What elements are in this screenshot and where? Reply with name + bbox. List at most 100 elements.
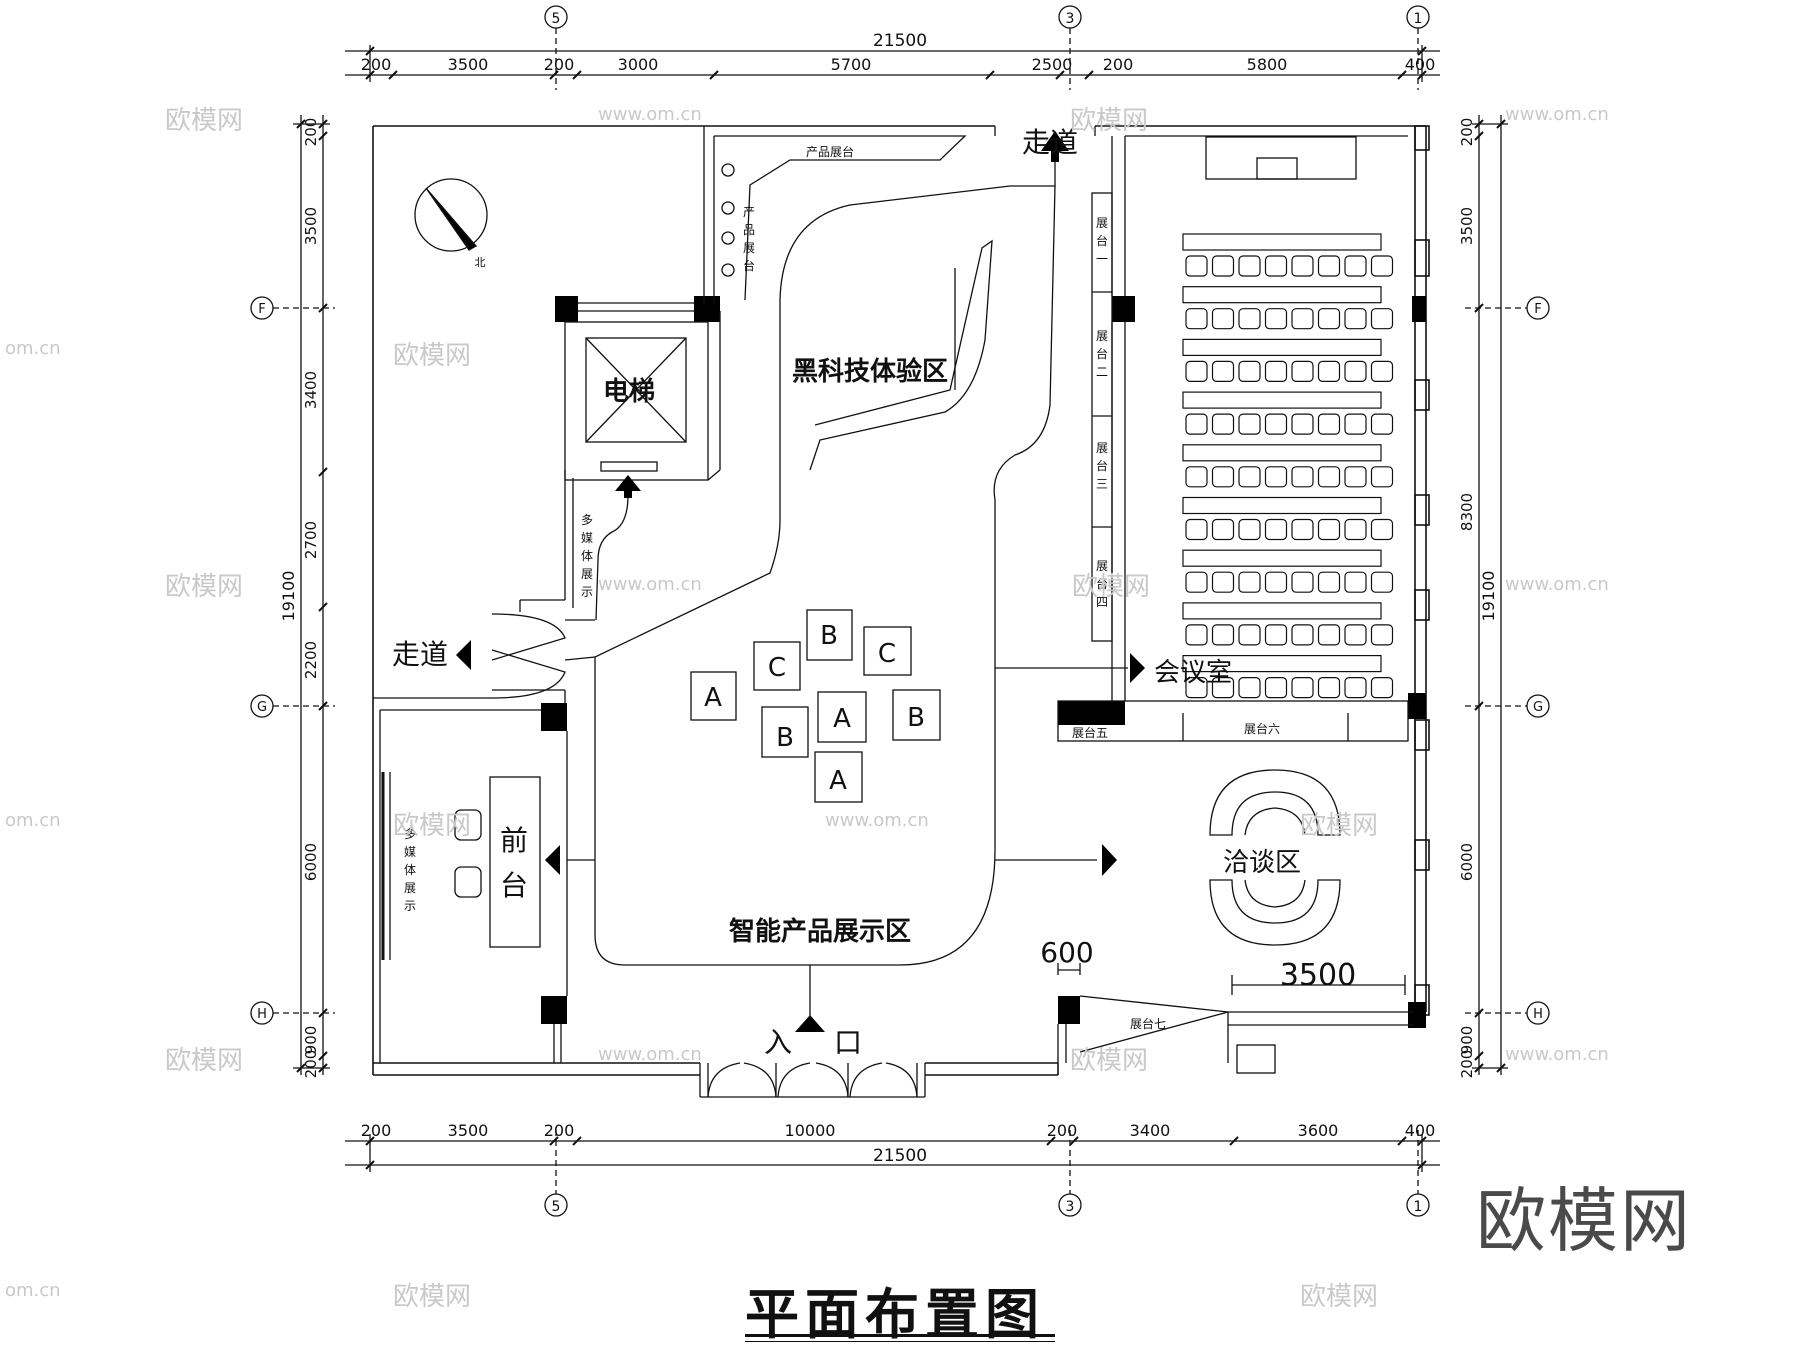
meeting-seat — [1291, 624, 1314, 646]
dim-left-8: 200 — [302, 1050, 320, 1079]
axis-3-bottom: 3 — [1066, 1199, 1075, 1215]
svg-text:展: 展 — [581, 567, 593, 581]
meeting-seat — [1185, 308, 1208, 330]
top-dimension-lines — [345, 45, 1440, 82]
dim-left-total: 19100 — [279, 571, 298, 622]
svg-text:展: 展 — [743, 241, 755, 255]
axis-1-top: 1 — [1414, 11, 1423, 27]
entrance-doors — [699, 965, 926, 1098]
meeting-seat — [1264, 255, 1288, 277]
dim-left-1: 200 — [302, 118, 320, 147]
dim-bottom-6: 3400 — [1130, 1121, 1171, 1140]
brand-logo-text: 欧模网 — [1476, 1180, 1692, 1262]
meeting-seat — [1344, 308, 1367, 330]
svg-text:一: 一 — [1096, 252, 1108, 266]
stand-3-label: 展 台 三 — [1096, 441, 1108, 491]
dim-600: 600 — [1040, 936, 1093, 969]
kiosk-letters: A C B C B A B A — [704, 621, 925, 796]
kiosk-c2: C — [878, 639, 896, 669]
meeting-table-row — [1182, 338, 1382, 356]
kiosk-b1: B — [820, 621, 838, 651]
room-elevator: 电梯 — [603, 377, 655, 407]
axis-G-left: G — [257, 700, 267, 715]
meeting-seat — [1291, 518, 1314, 541]
meeting-seat — [1344, 413, 1367, 435]
meeting-seat — [1291, 676, 1314, 699]
flow-arrows — [456, 131, 1145, 1032]
meeting-seat — [1185, 518, 1208, 541]
reception-room-walls — [379, 709, 568, 1063]
dim-right-6: 200 — [1458, 1050, 1476, 1079]
meeting-table-row — [1182, 286, 1382, 304]
meeting-seat — [1291, 308, 1314, 330]
watermark-3: 欧模网 — [1070, 106, 1149, 136]
kiosk-c1: C — [768, 653, 786, 683]
meeting-seat — [1185, 360, 1208, 382]
svg-text:台: 台 — [1096, 233, 1108, 248]
svg-text:示: 示 — [581, 585, 593, 599]
room-corridor-left: 走道 — [392, 638, 448, 671]
svg-text:展: 展 — [1096, 441, 1108, 455]
meeting-seat — [1264, 571, 1288, 593]
left-dimension-lines — [293, 115, 330, 1075]
dim-right-5: 900 — [1458, 1026, 1476, 1055]
bottom-dimension-lines — [345, 1134, 1440, 1172]
axis-H-right: H — [1533, 1007, 1543, 1022]
meeting-seat — [1291, 571, 1314, 593]
meeting-seat — [1317, 413, 1341, 435]
dim-left-2: 3500 — [302, 207, 320, 245]
meeting-seat — [1370, 624, 1394, 646]
watermark-11: 欧模网 — [1300, 1282, 1379, 1312]
stand-5-label: 展台五 — [1072, 725, 1108, 740]
watermark-url-10: om.cn — [5, 1280, 61, 1301]
meeting-seat — [1317, 466, 1341, 488]
dim-left-4: 2700 — [302, 521, 320, 559]
svg-text:台: 台 — [1096, 458, 1108, 473]
meeting-seat — [1238, 255, 1261, 277]
meeting-seat — [1344, 255, 1367, 277]
meeting-seat — [1317, 255, 1341, 277]
meeting-seat — [1211, 308, 1235, 330]
dim-top-total: 21500 — [873, 31, 927, 51]
svg-text:体: 体 — [581, 549, 593, 563]
svg-text:台: 台 — [743, 258, 755, 273]
kiosk-a1: A — [704, 683, 722, 713]
meeting-table-row — [1182, 549, 1382, 567]
meeting-seat — [1238, 413, 1261, 435]
meeting-seat — [1370, 571, 1394, 593]
stand-2-label: 展 台 二 — [1096, 329, 1108, 379]
dim-top-4: 3000 — [618, 55, 659, 74]
meeting-table-row — [1182, 654, 1382, 673]
meeting-seat — [1264, 308, 1288, 330]
watermark-9: 欧模网 — [1070, 1046, 1149, 1076]
meeting-seat — [1370, 676, 1394, 699]
room-smart-products: 智能产品展示区 — [729, 916, 911, 947]
reception-desk — [489, 776, 541, 948]
meeting-seat — [1211, 624, 1235, 646]
dim-right-total: 19100 — [1479, 571, 1498, 622]
meeting-seat — [1185, 413, 1208, 435]
meeting-table-row — [1182, 602, 1382, 620]
dim-right-3: 8300 — [1458, 493, 1476, 531]
dim-bottom-4: 10000 — [785, 1121, 836, 1140]
meeting-seat — [1317, 360, 1341, 382]
meeting-seat — [1344, 676, 1367, 699]
meeting-seat — [1317, 518, 1341, 541]
multimedia-label-upper: 多 媒 体 展 示 — [581, 513, 593, 599]
meeting-seat — [1291, 360, 1314, 382]
stand-7 — [1057, 963, 1415, 1074]
watermark-url-8: om.cn — [5, 338, 61, 359]
meeting-table-row — [1182, 496, 1382, 515]
axis-5-bottom: 5 — [552, 1199, 561, 1215]
dim-top-3: 200 — [544, 55, 575, 74]
watermark-2: 欧模网 — [393, 341, 472, 371]
meeting-seat — [1344, 571, 1367, 593]
room-reception-1: 前 — [500, 824, 528, 857]
north-compass — [414, 178, 488, 252]
svg-text:台: 台 — [1096, 576, 1108, 591]
watermark-url-6: www.om.cn — [598, 1044, 702, 1065]
stand-column — [1091, 192, 1113, 642]
svg-text:媒: 媒 — [581, 531, 593, 545]
stands-5-6 — [1057, 700, 1409, 742]
meeting-seat — [1211, 571, 1235, 593]
